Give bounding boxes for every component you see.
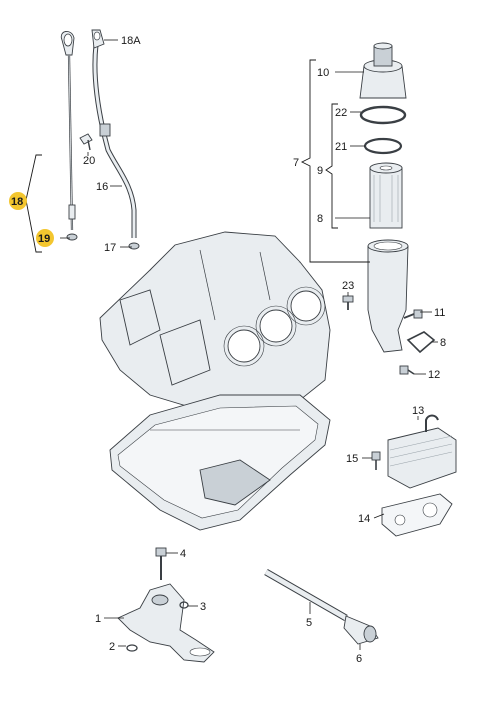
callout-13: 13 bbox=[412, 405, 424, 417]
o-ring-21 bbox=[363, 137, 403, 155]
callout-6: 6 bbox=[356, 653, 362, 665]
callout-9: 9 bbox=[317, 165, 323, 177]
callout-11: 11 bbox=[434, 307, 445, 319]
bracket-7 bbox=[300, 59, 370, 263]
engine-block bbox=[99, 231, 331, 411]
callout-17: 17 bbox=[104, 242, 116, 254]
oil-pan bbox=[109, 394, 331, 531]
gasket-8 bbox=[406, 331, 436, 354]
callout-5: 5 bbox=[306, 617, 312, 629]
o-ring-2 bbox=[126, 644, 138, 652]
callout-14: 14 bbox=[358, 513, 370, 525]
callout-4: 4 bbox=[180, 548, 186, 560]
oil-pump-1 bbox=[117, 583, 215, 663]
callout-15: 15 bbox=[346, 453, 358, 465]
callout-7: 7 bbox=[293, 157, 299, 169]
callout-23: 23 bbox=[342, 280, 354, 292]
dipstick bbox=[60, 31, 76, 231]
bolt-11 bbox=[403, 309, 423, 319]
oil-cooler-13 bbox=[387, 414, 457, 489]
highlight-marker-19 bbox=[36, 229, 54, 247]
callout-8-filter: 8 bbox=[317, 213, 323, 225]
filter-element-8 bbox=[369, 162, 403, 229]
bolt-15 bbox=[371, 451, 381, 470]
callout-8-gasket: 8 bbox=[440, 337, 446, 349]
o-ring-22 bbox=[359, 105, 407, 125]
dipstick-seal-19 bbox=[66, 233, 78, 241]
bolt-12 bbox=[399, 365, 415, 375]
bolt-23 bbox=[342, 295, 354, 310]
callout-2: 2 bbox=[109, 641, 115, 653]
callout-22: 22 bbox=[335, 107, 347, 119]
callout-19: 19 bbox=[38, 233, 50, 245]
drive-shaft-5 bbox=[264, 568, 348, 622]
dipstick-guide-tube bbox=[91, 29, 140, 250]
callout-12: 12 bbox=[428, 369, 440, 381]
callout-20: 20 bbox=[83, 155, 95, 167]
callout-18: 18 bbox=[11, 196, 23, 208]
highlight-marker-18 bbox=[9, 192, 27, 210]
oil-filter-cap-10 bbox=[359, 42, 407, 99]
callout-1: 1 bbox=[95, 613, 101, 625]
sleeve-6 bbox=[343, 615, 379, 645]
gasket-14 bbox=[381, 493, 453, 537]
callout-3: 3 bbox=[200, 601, 206, 613]
bracket-9 bbox=[325, 103, 338, 229]
callout-16: 16 bbox=[96, 181, 108, 193]
o-ring-3 bbox=[179, 601, 189, 609]
callout-21: 21 bbox=[335, 141, 347, 153]
filter-housing bbox=[367, 239, 409, 353]
bolt-20 bbox=[79, 133, 93, 151]
callout-18A: 18A bbox=[121, 35, 141, 47]
leader-lines bbox=[60, 39, 438, 650]
bolt-4 bbox=[155, 547, 167, 580]
callout-10: 10 bbox=[317, 67, 329, 79]
